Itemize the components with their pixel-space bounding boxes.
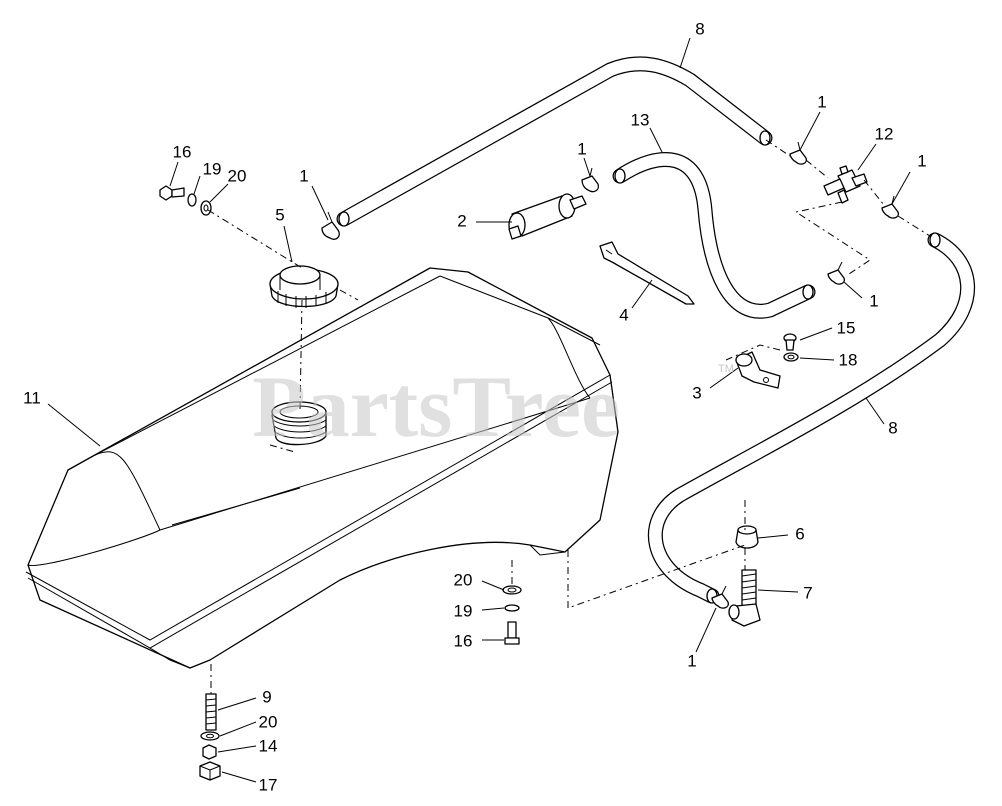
hose-clamp-5 <box>827 261 845 285</box>
fuel-hose-upper <box>336 56 773 227</box>
nut-17 <box>199 761 221 781</box>
callout-1-hose-left: 1 <box>299 166 308 185</box>
callout-7: 7 <box>803 583 812 602</box>
fuel-filter <box>508 193 587 240</box>
filler-neck <box>271 401 327 446</box>
callout-1-tee: 1 <box>869 291 878 310</box>
assembly-centerlines <box>207 139 931 694</box>
bolt-16-mid <box>504 621 520 645</box>
hose-clip <box>735 351 781 389</box>
callout-8-top: 8 <box>695 19 704 38</box>
callout-20-mid: 20 <box>454 570 473 589</box>
callout-13: 13 <box>631 110 650 129</box>
callout-16-mid: 16 <box>454 631 473 650</box>
callout-20-top: 20 <box>228 166 247 185</box>
callout-14: 14 <box>259 736 278 755</box>
bushing-6 <box>735 525 759 549</box>
watermark-trademark: TM <box>718 363 734 375</box>
hose-clamp-2 <box>581 167 600 193</box>
callout-1-bottom: 1 <box>687 651 696 670</box>
callout-1-upper-mid: 1 <box>817 92 826 111</box>
watermark: PartsTree TM <box>252 359 734 456</box>
callout-17: 17 <box>259 775 278 794</box>
cable-tie <box>599 241 695 305</box>
tee-fitting <box>823 165 868 204</box>
washer-19-mid <box>504 604 520 612</box>
washer-20-top <box>200 200 212 216</box>
washer-20-mid <box>502 585 522 595</box>
bolt-16-top <box>159 185 185 201</box>
callout-19-mid: 19 <box>454 601 473 620</box>
washer-18 <box>783 352 799 362</box>
fuel-tank <box>25 267 619 669</box>
hose-clamp-3 <box>789 141 807 165</box>
nut-14 <box>202 744 217 760</box>
callout-4: 4 <box>619 305 628 324</box>
hose-clamp-6 <box>711 585 729 609</box>
washer-20-bottom <box>200 731 220 741</box>
fuel-cap <box>269 265 339 308</box>
callout-8-bottom: 8 <box>888 418 897 437</box>
callout-20-bottom: 20 <box>259 712 278 731</box>
callout-1-right: 1 <box>917 151 926 170</box>
callout-19-top: 19 <box>203 159 222 178</box>
elbow-fitting-7 <box>728 569 761 627</box>
callout-16-top: 16 <box>173 142 192 161</box>
callout-leaders <box>47 37 911 783</box>
callout-3: 3 <box>692 383 701 402</box>
fuel-hose-13 <box>612 151 816 319</box>
callout-11: 11 <box>23 388 41 407</box>
washer-19-top <box>187 193 197 207</box>
hose-clamp-4 <box>881 195 899 219</box>
hose-clamp-1 <box>321 211 340 240</box>
callout-9: 9 <box>262 687 271 706</box>
callout-15: 15 <box>837 318 856 337</box>
callout-6: 6 <box>795 524 804 543</box>
fuel-hose-lower <box>647 232 975 604</box>
callout-2: 2 <box>457 211 466 230</box>
watermark-text: PartsTree <box>252 359 620 456</box>
callout-12: 12 <box>875 124 894 143</box>
callout-1-filter: 1 <box>577 139 586 158</box>
callout-18: 18 <box>839 350 858 369</box>
stud-9 <box>205 693 217 731</box>
screw-15 <box>783 333 797 351</box>
callout-5: 5 <box>275 205 284 224</box>
